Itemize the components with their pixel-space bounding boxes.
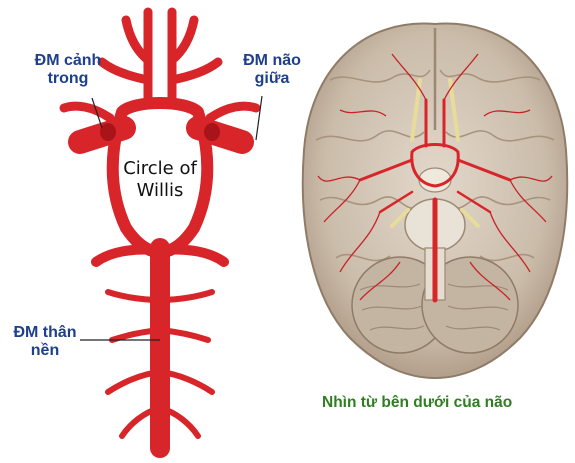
basilar-label-line1: ĐM thân: [0, 324, 90, 342]
middle-cerebral-right: [210, 106, 256, 118]
middle-cerebral-left: [64, 106, 110, 118]
internal-carotid-label: ĐM cảnh trong: [18, 52, 118, 88]
internal-carotid-label-line2: trong: [18, 70, 118, 88]
carotid-cut-left: [100, 123, 116, 141]
middle-cerebral-label-line2: giữa: [222, 70, 322, 88]
middle-cerebral-label: ĐM não giữa: [222, 52, 322, 88]
anterior-cerebral-arteries: [102, 12, 218, 104]
circle-of-willis-label: Circle of Willis: [112, 158, 208, 202]
brain-view-caption: Nhìn từ bên dưới của não: [322, 394, 512, 412]
basilar-label-line2: nền: [0, 342, 90, 360]
circle-of-willis-label-line1: Circle of: [112, 158, 208, 180]
internal-carotid-label-line1: ĐM cảnh: [18, 52, 118, 70]
basilar-label: ĐM thân nền: [0, 324, 90, 360]
brain-inferior-view: [303, 24, 567, 378]
circle-of-willis-label-line2: Willis: [112, 180, 208, 202]
middle-cerebral-label-line1: ĐM não: [222, 52, 322, 70]
carotid-cut-right: [204, 123, 220, 141]
